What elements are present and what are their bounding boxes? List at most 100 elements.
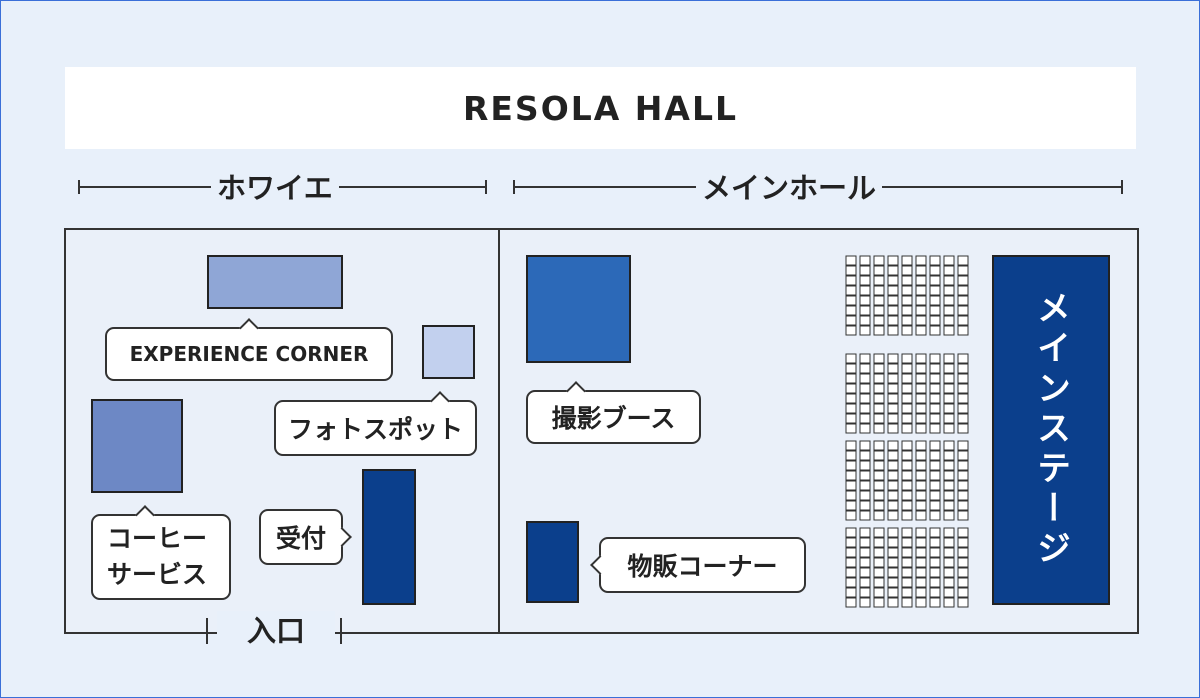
coffee-service-label-line2: サービス [107,560,208,589]
seat [887,285,899,296]
seat [929,587,941,598]
seat [943,547,955,558]
seat [929,325,941,336]
seat [887,363,899,374]
seat [943,587,955,598]
seat [873,527,885,538]
seat [957,295,969,306]
seat [859,403,871,414]
seat [929,480,941,491]
seat [887,527,899,538]
seat [929,537,941,548]
seat [915,527,927,538]
seat [859,547,871,558]
seat [957,315,969,326]
seat [845,527,857,538]
seat [859,305,871,316]
seat [915,393,927,404]
seat [915,577,927,588]
seat [915,285,927,296]
seat [845,470,857,481]
seat [887,510,899,521]
seat [845,547,857,558]
seat [859,537,871,548]
seating-block-2 [845,353,973,435]
seat [859,557,871,568]
seat [915,413,927,424]
seat [887,295,899,306]
seat [873,295,885,306]
seat [901,527,913,538]
seat [957,577,969,588]
seat [873,285,885,296]
seat [957,373,969,384]
seat [901,383,913,394]
seat [859,393,871,404]
seat [929,383,941,394]
seat [845,305,857,316]
seat [859,383,871,394]
seat [887,547,899,558]
seat [901,423,913,434]
seat [915,510,927,521]
seat [915,460,927,471]
seat [957,440,969,451]
seat [901,490,913,501]
seat [873,587,885,598]
seat [901,597,913,608]
seat [859,460,871,471]
main-stage-label: メインステージ [1030,290,1071,570]
seat [957,460,969,471]
seat [873,490,885,501]
seat [873,557,885,568]
seat-grid-svg [845,353,969,434]
seat [873,577,885,588]
seat [929,305,941,316]
seat [915,403,927,414]
reception-callout: 受付 [259,509,352,565]
seat [957,527,969,538]
seat [873,383,885,394]
seat [915,537,927,548]
seat [845,587,857,598]
photo-booth-area [526,255,631,363]
seat [845,537,857,548]
seat [887,305,899,316]
seat [915,315,927,326]
seat [915,265,927,276]
seat [915,480,927,491]
seat [859,325,871,336]
seat [957,500,969,511]
seat [929,577,941,588]
seat [929,547,941,558]
seat [859,597,871,608]
foyer-range-right-tick [485,180,487,194]
seat [845,423,857,434]
seat [915,363,927,374]
seat [901,450,913,461]
photo-booth-callout: 撮影ブース [526,381,701,444]
seat [929,597,941,608]
seat [887,440,899,451]
seat [873,567,885,578]
seat [929,373,941,384]
seat [845,285,857,296]
seat [915,353,927,364]
seat [943,460,955,471]
seat [859,587,871,598]
seat [957,557,969,568]
seat [915,255,927,266]
seat [887,450,899,461]
seat [943,353,955,364]
seat [845,353,857,364]
seat [929,255,941,266]
seat [845,510,857,521]
seat [859,423,871,434]
seat [887,325,899,336]
seat [929,403,941,414]
seat [901,285,913,296]
photo-spot-area [422,325,475,379]
seat [957,470,969,481]
seat [873,393,885,404]
seat [915,470,927,481]
